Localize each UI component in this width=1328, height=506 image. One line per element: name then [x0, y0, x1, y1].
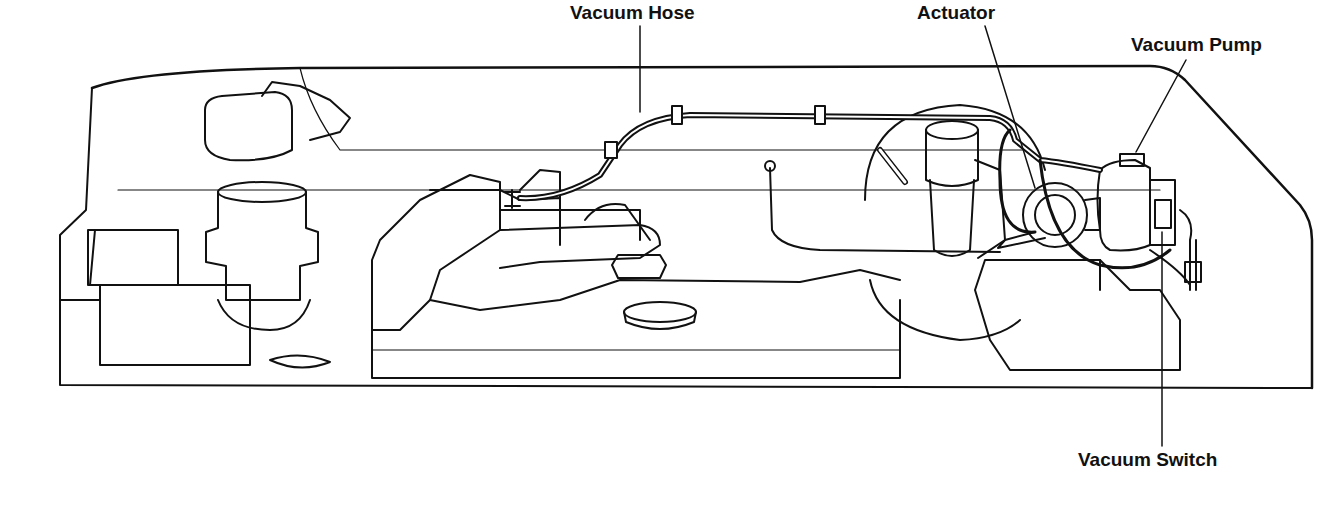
- part-label: Vacuum Switch: [1078, 449, 1217, 471]
- part-label: Vacuum Hose: [570, 2, 695, 24]
- part-label: Actuator: [917, 2, 995, 24]
- part-label: Vacuum Pump: [1131, 34, 1262, 56]
